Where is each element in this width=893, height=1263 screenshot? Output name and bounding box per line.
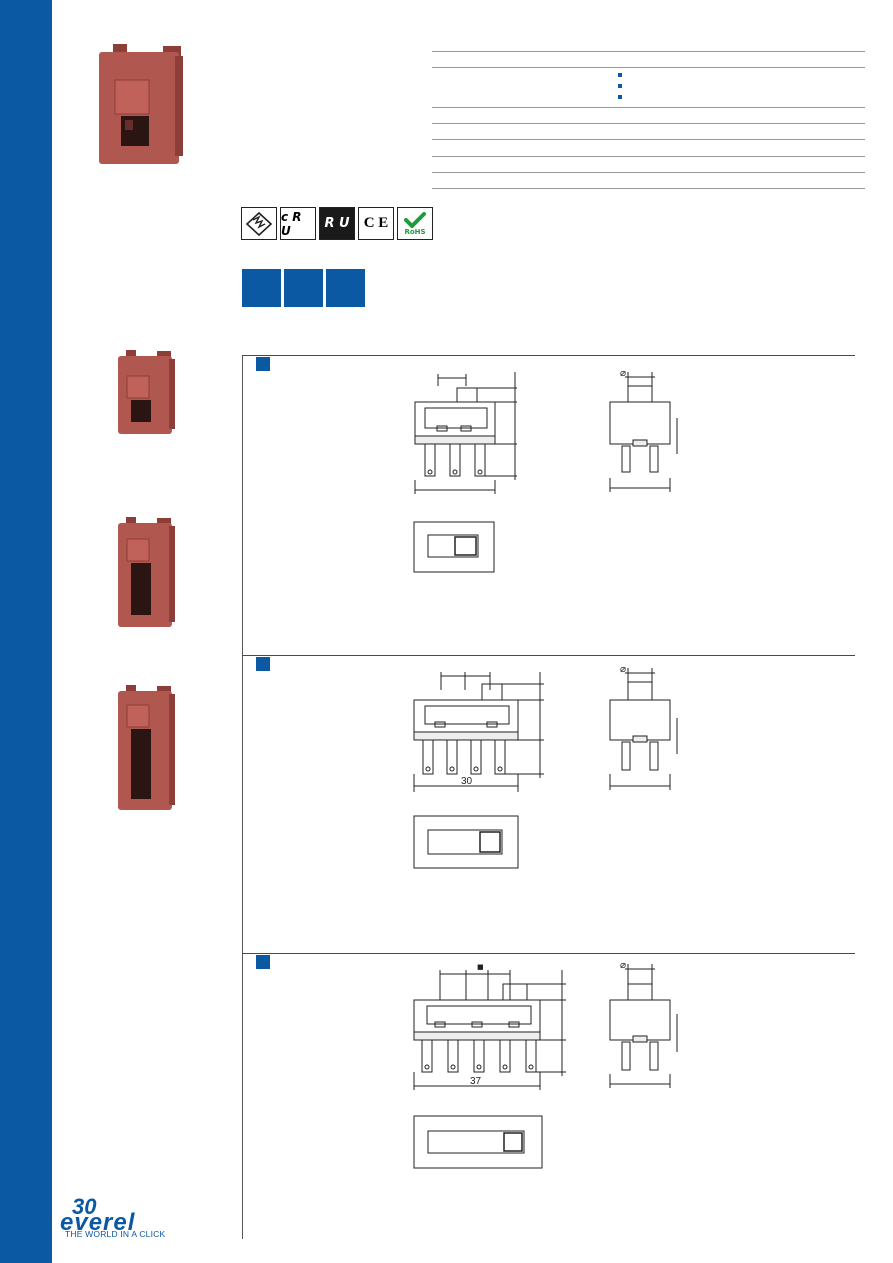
- drawing-cutout-2: [413, 815, 519, 869]
- variant-box-1: [242, 269, 281, 307]
- spec-rule: [432, 172, 865, 173]
- sidebar-band: [0, 0, 52, 1263]
- ce-icon: C E: [358, 207, 394, 240]
- enec-icon: [241, 207, 277, 240]
- certification-row: c R U R U C E RoHS: [241, 207, 433, 240]
- section-rule-3: [242, 953, 855, 954]
- drawing-front-3pin: [414, 372, 517, 494]
- product-photo-small-1: [118, 350, 175, 434]
- bullet-icon: [618, 73, 622, 77]
- spec-rule: [432, 123, 865, 124]
- drawing-front-4pin: [413, 672, 544, 792]
- section-marker-3: [256, 955, 270, 969]
- ur-icon: R U: [319, 207, 355, 240]
- bullet-icon: [618, 84, 622, 88]
- spec-rule: [432, 188, 865, 189]
- width-label-30: 30: [461, 776, 473, 787]
- everel-logo: 30 everel: [60, 1194, 136, 1236]
- section3-marker: ■: [477, 963, 484, 971]
- variant-box-3: [326, 269, 365, 307]
- bullet-icon: [618, 95, 622, 99]
- section-marker-2: [256, 657, 270, 671]
- section-marker-1: [256, 357, 270, 371]
- column-divider: [242, 355, 243, 1239]
- svg-text:⌀: ⌀: [620, 368, 626, 379]
- spec-rule: [432, 139, 865, 140]
- rohs-icon: RoHS: [397, 207, 433, 240]
- section-rule-2: [242, 655, 855, 656]
- spec-rule: [432, 107, 865, 108]
- drawing-front-5pin: [413, 970, 566, 1090]
- svg-text:30: 30: [72, 1194, 97, 1219]
- svg-text:everel: everel: [60, 1209, 136, 1236]
- drawing-side-5pin: ⌀: [609, 960, 678, 1088]
- product-photo-main: [99, 44, 183, 164]
- section-rule-1: [242, 355, 855, 356]
- svg-text:⌀: ⌀: [620, 960, 626, 971]
- cru-icon: c R U: [280, 207, 316, 240]
- brand-tagline: THE WORLD IN A CLICK: [65, 1229, 166, 1239]
- drawing-side-4pin: ⌀: [609, 664, 678, 790]
- product-photo-small-2: [118, 517, 175, 627]
- variant-box-2: [284, 269, 323, 307]
- spec-rule: [432, 67, 865, 68]
- drawing-side-3pin: ⌀: [609, 368, 678, 492]
- width-label-37: 37: [470, 1076, 482, 1087]
- svg-text:⌀: ⌀: [620, 664, 626, 675]
- drawing-cutout-3: [413, 1115, 543, 1169]
- product-photo-small-3: [118, 685, 175, 810]
- spec-rule: [432, 51, 865, 52]
- drawing-cutout-1: [413, 521, 495, 573]
- spec-rule: [432, 156, 865, 157]
